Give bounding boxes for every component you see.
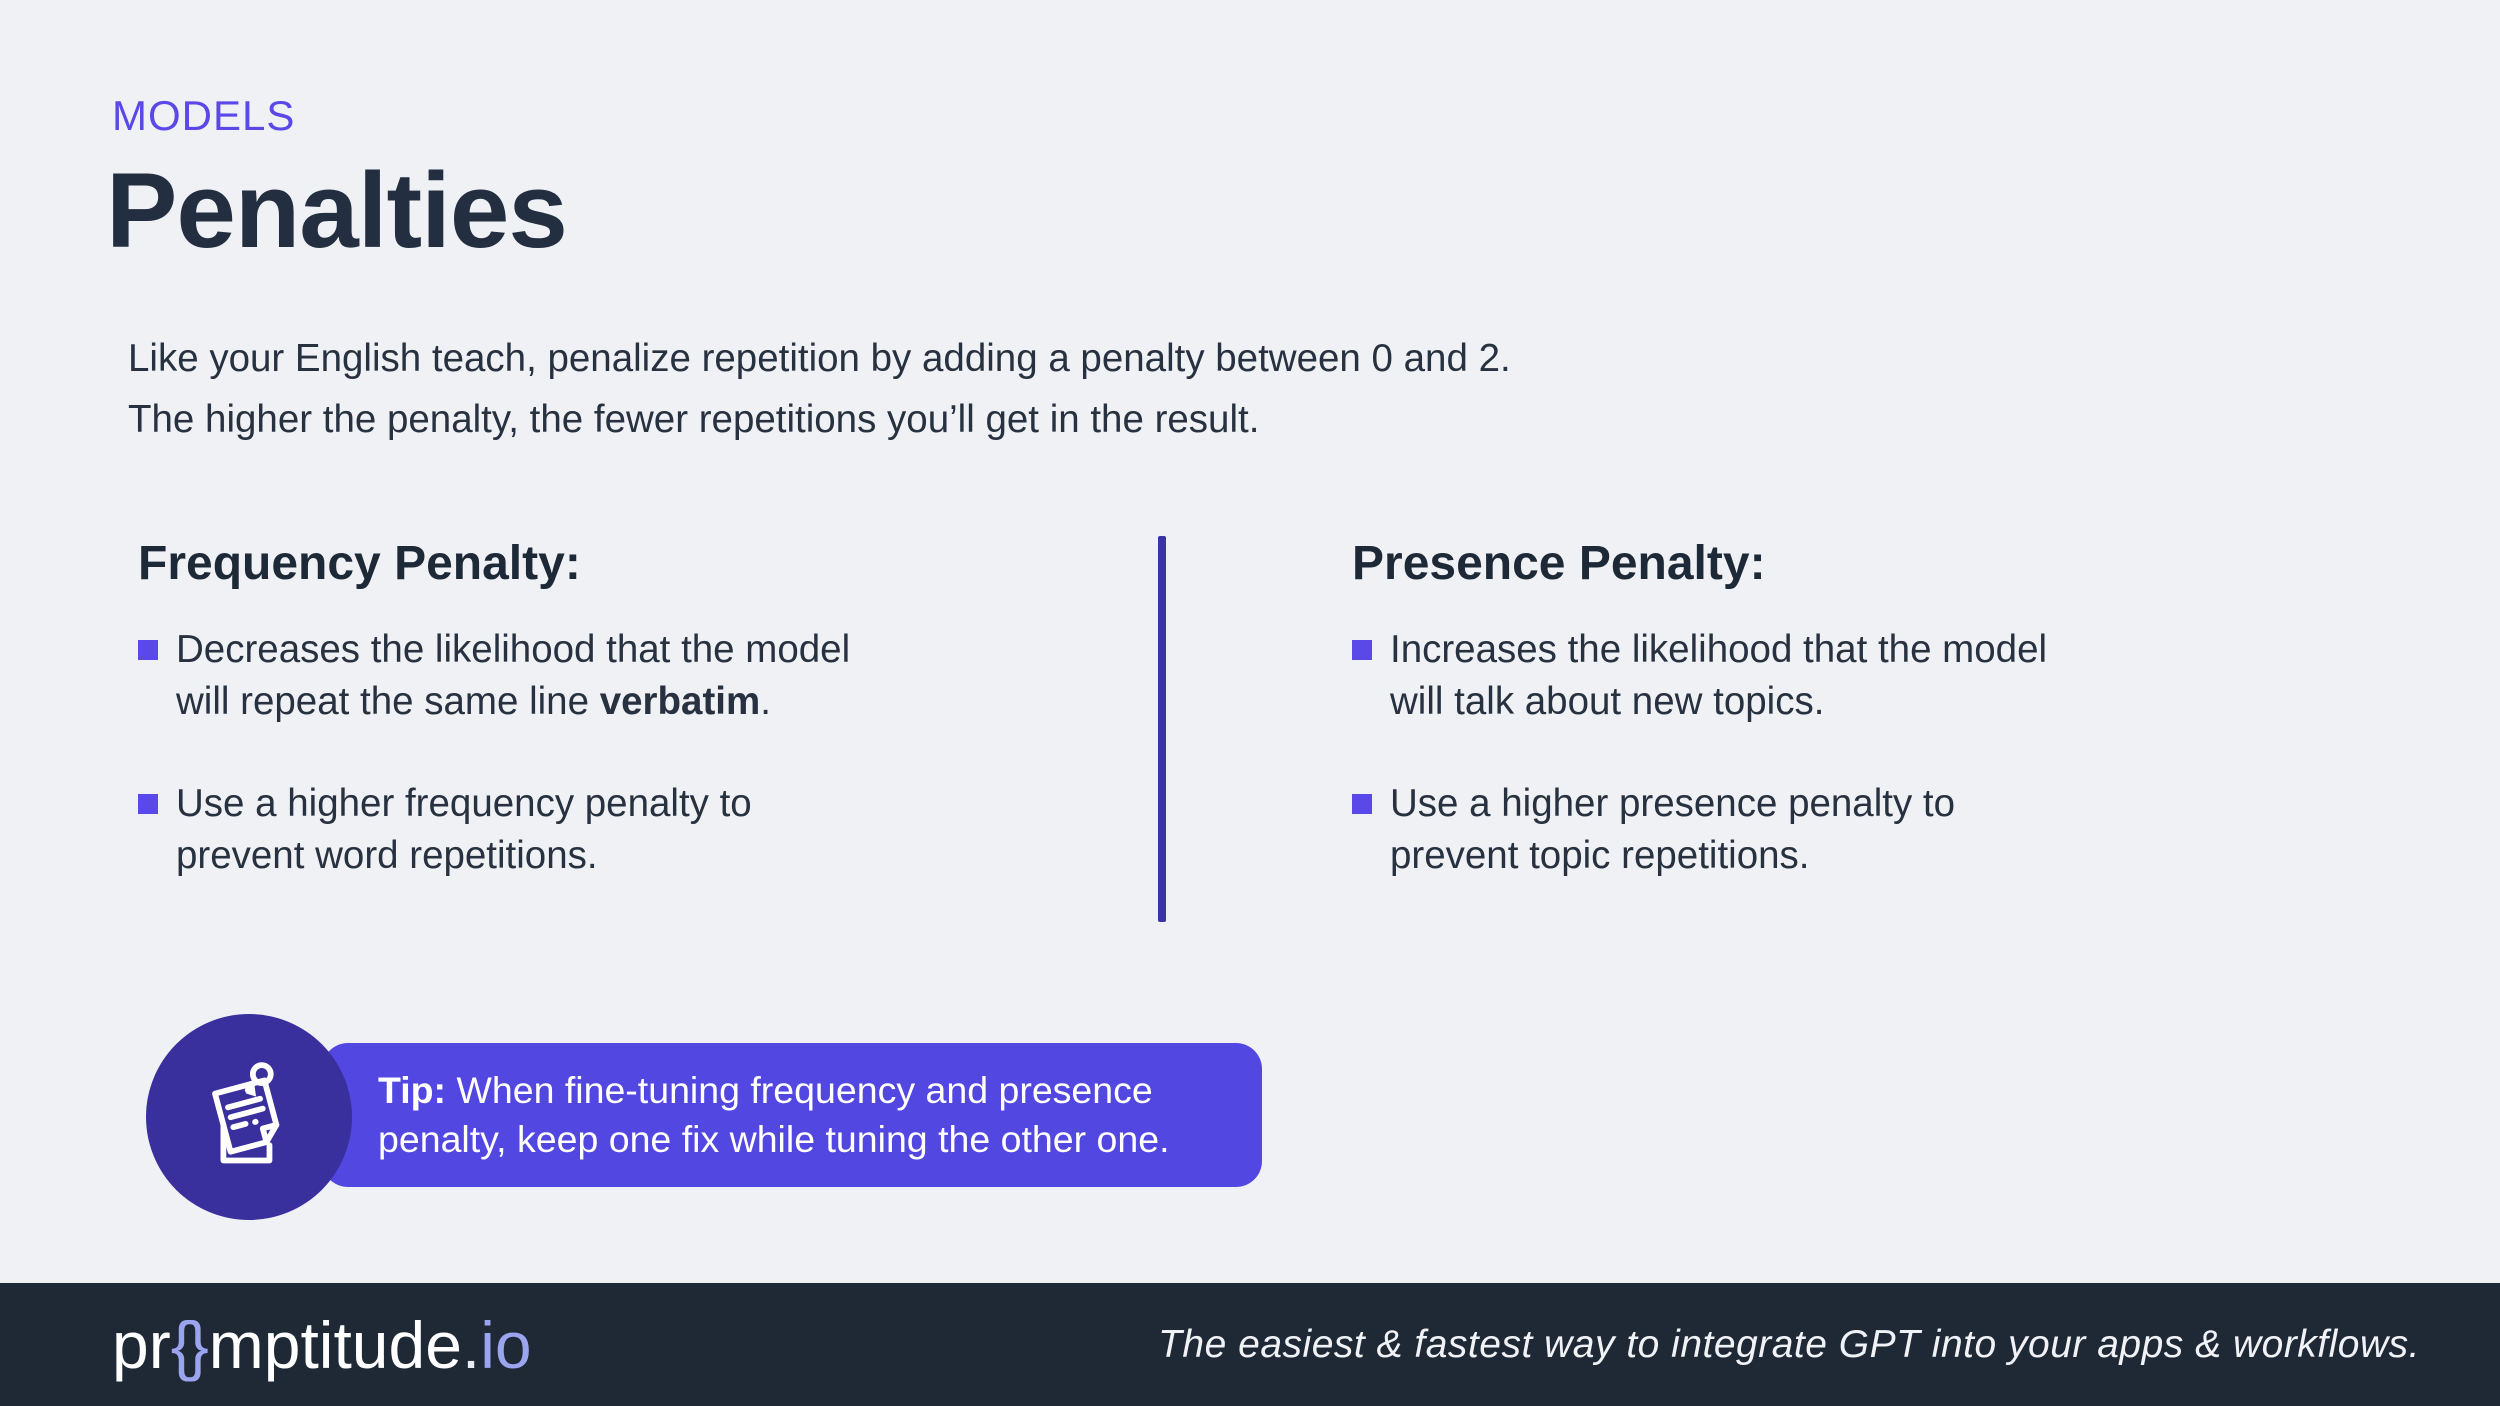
brand-tagline: The easiest & fastest way to integrate G… <box>1158 1322 2420 1366</box>
bullet-text: Decreases the likelihood that the model … <box>176 628 851 723</box>
tip-text: Tip: When fine-tuning frequency and pres… <box>378 1069 1170 1160</box>
footer: pr{}mptitude.io The easiest & fastest wa… <box>0 1283 2500 1406</box>
page-title: Penalties <box>106 150 568 270</box>
list-item: Use a higher presence penalty to prevent… <box>1352 778 2252 882</box>
list-item: Increases the likelihood that the model … <box>1352 624 2252 728</box>
vertical-divider <box>1158 536 1166 922</box>
column-heading: Presence Penalty: <box>1352 537 1766 590</box>
intro-text: Like your English teach, penalize repeti… <box>128 337 1511 441</box>
bullet-marker <box>1352 794 1372 814</box>
bullet-text: Increases the likelihood that the model … <box>1390 628 2048 723</box>
bullet-marker <box>138 640 158 660</box>
eyebrow-label: MODELS <box>112 92 296 139</box>
bullet-marker <box>138 794 158 814</box>
column-frequency-penalty: Frequency Penalty: Decreases the likelih… <box>138 536 1038 932</box>
logo-braces-glyph: {} <box>170 1307 209 1382</box>
bullet-text: Use a higher presence penalty to prevent… <box>1390 782 1956 877</box>
bullet-text: Use a higher frequency penalty to preven… <box>176 782 752 877</box>
bullet-marker <box>1352 640 1372 660</box>
tip-callout: Tip: When fine-tuning frequency and pres… <box>322 1043 1262 1187</box>
pinned-note-icon <box>212 1062 280 1164</box>
list-item: Use a higher frequency penalty to preven… <box>138 778 1038 882</box>
brand-logo: pr{}mptitude.io <box>112 1307 532 1382</box>
column-presence-penalty: Presence Penalty: Increases the likeliho… <box>1352 536 2252 932</box>
tip-icon-circle <box>146 1014 352 1220</box>
column-heading: Frequency Penalty: <box>138 537 581 590</box>
list-item: Decreases the likelihood that the model … <box>138 624 1038 728</box>
